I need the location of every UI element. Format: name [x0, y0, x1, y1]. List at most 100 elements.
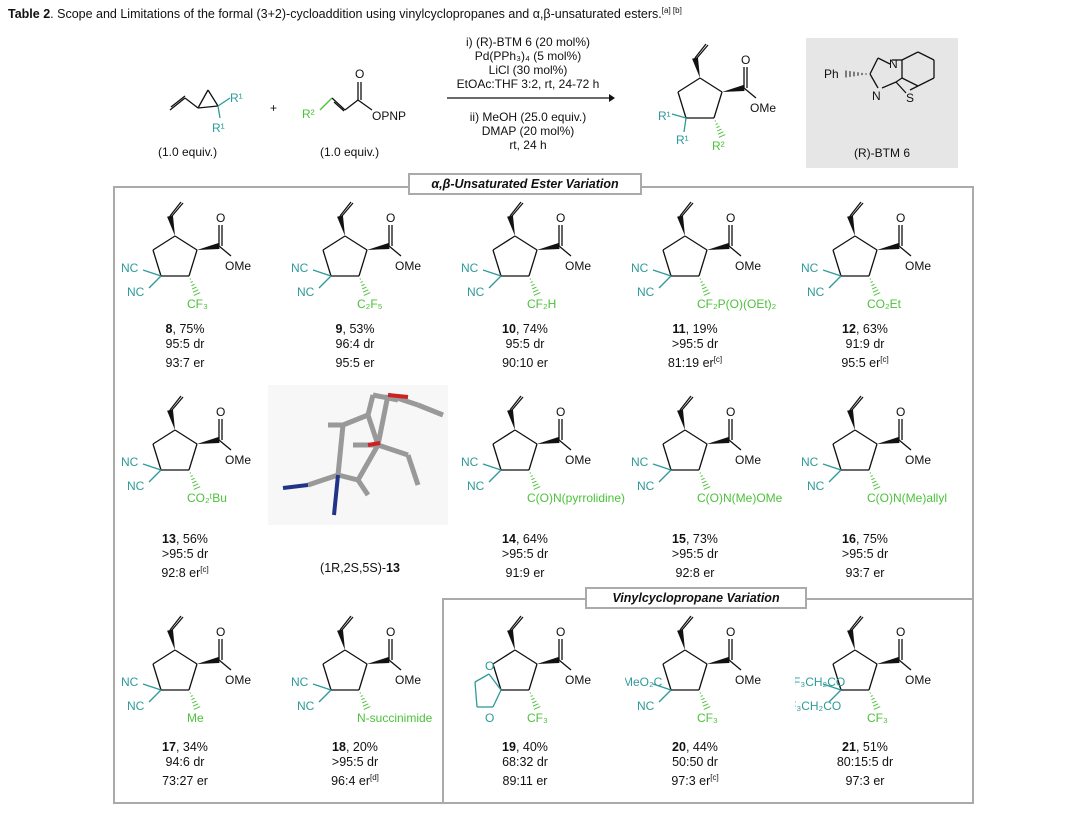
vinyl-double-bond	[681, 616, 694, 631]
er-line: 73:27 er	[115, 770, 255, 789]
vinyl-wedge	[337, 629, 345, 650]
benzene-bond	[901, 51, 919, 61]
r1-label: NC	[467, 479, 485, 493]
compound-number: 10	[502, 322, 516, 336]
ring-bond	[322, 249, 332, 277]
vinyl-double-bond	[171, 202, 184, 217]
vinyl-double-bond	[681, 202, 694, 217]
r2-hashed-bond	[717, 131, 724, 135]
dr-value: 80:15:5 dr	[836, 755, 894, 769]
r1-bond	[318, 689, 332, 703]
r2-hashed-bond	[870, 475, 873, 477]
ring-bond	[832, 235, 856, 251]
er-line: 95:5 er	[285, 352, 425, 371]
vinyl-wedge	[847, 409, 855, 430]
dr-value: 50:50 dr	[672, 755, 718, 769]
ome-label: OMe	[905, 673, 931, 687]
r1-label: NC	[801, 455, 819, 469]
crystal-bond	[307, 472, 339, 488]
vinyl-double-bond	[170, 95, 186, 108]
ester-o-bond	[218, 439, 232, 451]
reactant1-equiv: (1.0 equiv.)	[158, 145, 218, 159]
r1-bond	[318, 275, 332, 289]
ring-bond	[358, 249, 368, 277]
ring-bond	[152, 443, 162, 471]
r2-label: CF₃	[187, 297, 208, 311]
compound-yield: 9, 53%	[335, 322, 375, 336]
condition-line: Pd(PPh₃)₄ (5 mol%)	[474, 49, 582, 63]
compound-yield: 10, 74%	[502, 322, 548, 336]
r1-bond	[482, 463, 502, 471]
r2-label: C(O)N(Me)allyl	[867, 491, 947, 505]
er-value: 92:8 er	[675, 566, 715, 581]
compound-number: 16	[842, 532, 856, 546]
r1-bond	[148, 275, 162, 289]
ome-label: OMe	[225, 453, 251, 467]
ester-wedge	[197, 243, 220, 250]
ring-bond	[832, 443, 842, 471]
vinyl-bond	[509, 395, 522, 411]
r2-hashed-bond	[531, 480, 537, 484]
ester-wedge	[707, 243, 730, 250]
vinyl-bond	[339, 201, 352, 217]
compound-yield: 17, 34%	[162, 740, 208, 754]
ring-bond	[492, 235, 516, 251]
r2-hashed-bond	[873, 706, 881, 710]
dr-value: >95:5 dr	[671, 547, 719, 561]
crystal-bond	[335, 424, 346, 476]
bond	[357, 99, 373, 111]
r2-hashed-bond	[192, 703, 199, 707]
ome-label: OMe	[225, 259, 251, 273]
r1-label: NC	[121, 261, 139, 275]
ring-bond	[174, 649, 198, 665]
condition-line: i) (R)-BTM 6 (20 mol%)	[465, 35, 590, 49]
r1-label: NC	[631, 261, 649, 275]
r2-hashed-bond	[716, 125, 720, 129]
er-value: 96:4 er	[331, 774, 370, 789]
carbonyl-oxygen: O	[216, 211, 225, 225]
crystal-bond	[405, 454, 421, 486]
r2-hashed-bond	[701, 700, 707, 704]
r2-hashed-bond	[703, 706, 711, 710]
er-footnote: [c]	[880, 355, 889, 364]
r1-bond	[828, 275, 842, 289]
dr-value: >95:5 dr	[841, 547, 889, 561]
carbonyl-oxygen: O	[726, 405, 735, 419]
alkene-double-bond	[333, 101, 345, 112]
ester-o-bond	[388, 245, 402, 257]
er-line: 92:8 er	[625, 562, 765, 581]
dr-value: 96:4 dr	[335, 337, 375, 351]
r1-label: NC	[461, 261, 479, 275]
r2-hashed-bond	[191, 283, 195, 287]
er-value: 91:9 er	[505, 566, 545, 581]
r2-hashed-bond	[363, 706, 371, 710]
r2-hashed-bond	[701, 286, 707, 290]
ring-bond	[662, 429, 686, 445]
ring-bond	[832, 249, 842, 277]
r2-hashed-bond	[193, 486, 201, 490]
yield-value: 51%	[862, 740, 888, 754]
ome-label: OMe	[565, 259, 591, 273]
r1-bond	[312, 683, 332, 691]
er-footnote: [c]	[713, 355, 723, 364]
carbonyl-oxygen: O	[896, 211, 905, 225]
vinyl-wedge	[507, 629, 515, 650]
ester-o-bond	[558, 659, 572, 671]
ester-o-bond	[218, 245, 232, 257]
ester-wedge	[537, 657, 560, 664]
crystal-bond	[342, 412, 369, 428]
r2-hashed-bond	[531, 697, 535, 701]
leaving-group: OPNP	[372, 109, 406, 123]
crystal-bond	[365, 394, 376, 416]
crystal-structure-image	[268, 385, 448, 525]
crystal-bond-o	[387, 393, 409, 399]
r2-hashed-bond	[700, 475, 703, 477]
r2-label: CF₃	[527, 711, 548, 725]
